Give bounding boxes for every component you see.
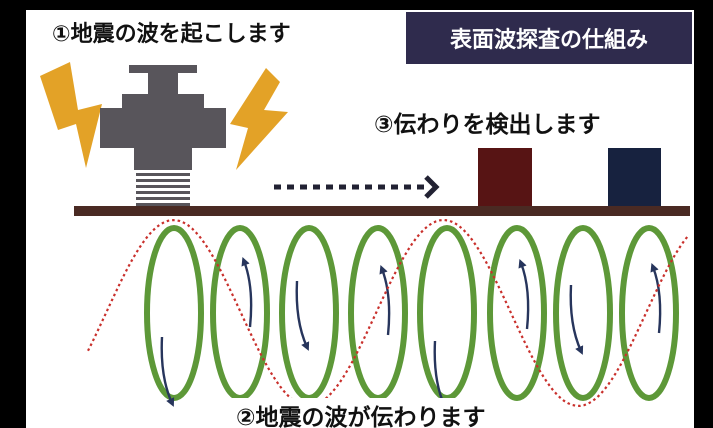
- motion-arrow: [379, 264, 391, 336]
- diagram-panel: ①地震の波を起こします 表面波探査の仕組み ③伝わりを検出します ②地震の波が伝…: [26, 10, 694, 428]
- dotted-arrow-icon: [274, 175, 440, 199]
- wave-rings: [144, 225, 679, 401]
- sensor-icon: [478, 148, 532, 206]
- lightning-bolt-icon: [230, 68, 288, 170]
- title-badge: 表面波探査の仕組み: [406, 12, 692, 64]
- motion-arrow: [295, 280, 310, 351]
- sensor-icon: [608, 148, 661, 206]
- wave-ring: [619, 225, 679, 401]
- hammer-source-icon: [100, 65, 226, 206]
- surface-wave-diagram: [40, 62, 690, 411]
- wave-ring: [210, 225, 270, 401]
- wave-path: [87, 218, 689, 408]
- step1-label: ①地震の波を起こします: [52, 22, 291, 47]
- ground-surface: [74, 206, 690, 216]
- step3-label: ③伝わりを検出します: [374, 112, 601, 138]
- wave-ring: [553, 225, 613, 401]
- wave-ring: [487, 225, 547, 401]
- step2-label: ②地震の波が伝わります: [230, 398, 492, 428]
- motion-arrow: [241, 256, 253, 328]
- wave-ring: [279, 225, 339, 401]
- wave-ring: [144, 225, 204, 401]
- motion-arrow: [650, 262, 662, 334]
- motion-arrow: [518, 258, 530, 330]
- motion-arrow: [160, 336, 175, 407]
- particle-motion-arrows: [160, 256, 662, 411]
- motion-arrow: [569, 284, 584, 355]
- wave-ring: [417, 225, 477, 401]
- lightning-bolt-icon: [40, 62, 102, 168]
- wave-ring: [348, 225, 408, 401]
